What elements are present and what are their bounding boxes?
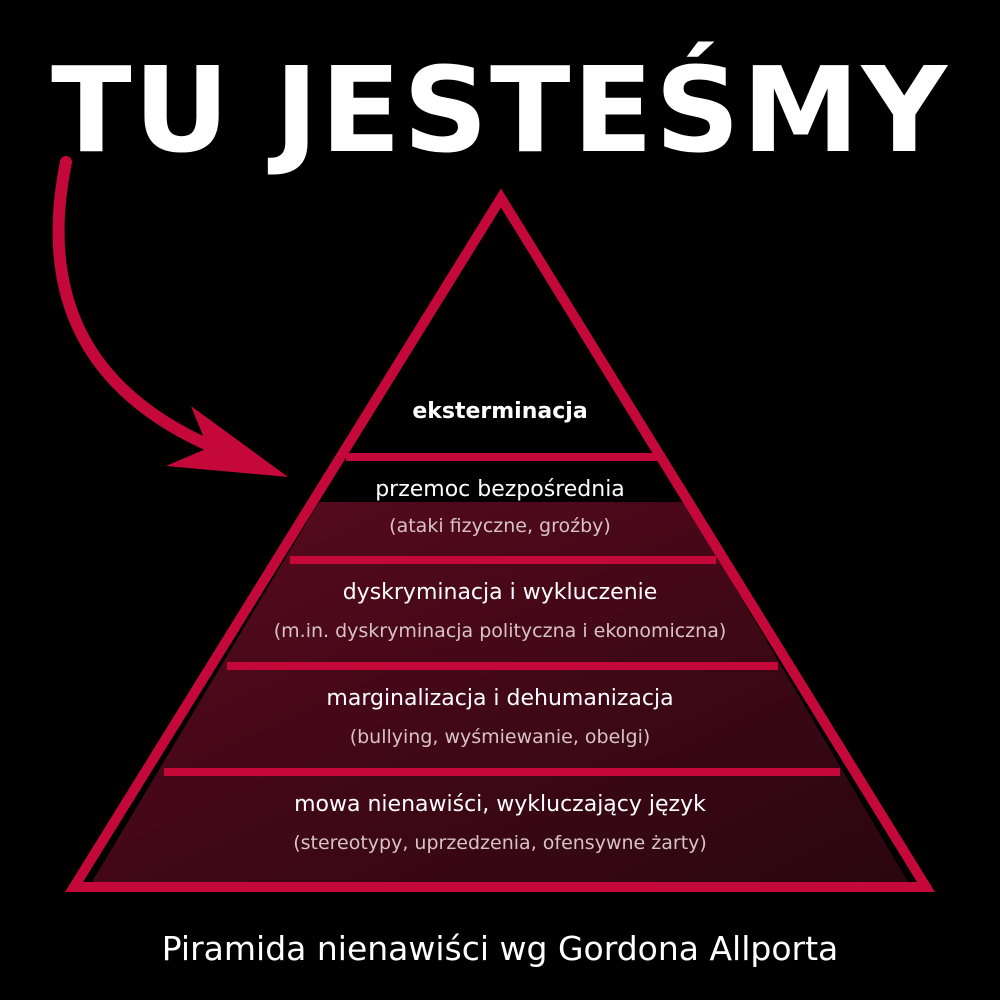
level-3-title: dyskryminacja i wykluczenie [342,580,658,605]
headline: TU JESTEŚMY [51,41,949,179]
level-4: marginalizacja i dehumanizacja (bullying… [150,684,850,752]
level-2-description: (ataki fizyczne, groźby) [389,515,611,537]
caption: Piramida nienawiści wg Gordona Allporta [161,929,839,968]
pyramid-lower-fill [92,502,908,882]
level-2-title: przemoc bezpośrednia [375,477,625,502]
level-5: mowa nienawiści, wykluczający język (ste… [150,790,850,858]
level-3-description: (m.in. dyskryminacja polityczna i ekonom… [273,620,727,642]
pyramid-outline [65,188,935,892]
band-2-top [319,457,685,502]
level-5-description: (stereotypy, uprzedzenia, ofensywne żart… [293,832,707,854]
level-4-description: (bullying, wyśmiewanie, obelgi) [349,726,651,748]
level-5-title: mowa nienawiści, wykluczający język [294,792,706,817]
level-4-title: marginalizacja i dehumanizacja [326,686,674,711]
level-1: eksterminacja [150,397,850,427]
level-2: przemoc bezpośrednia (ataki fizyczne, gr… [150,475,850,541]
arrow-icon [52,156,288,477]
level-3: dyskryminacja i wykluczenie (m.in. dyskr… [150,578,850,646]
level-1-title: eksterminacja [412,399,588,424]
